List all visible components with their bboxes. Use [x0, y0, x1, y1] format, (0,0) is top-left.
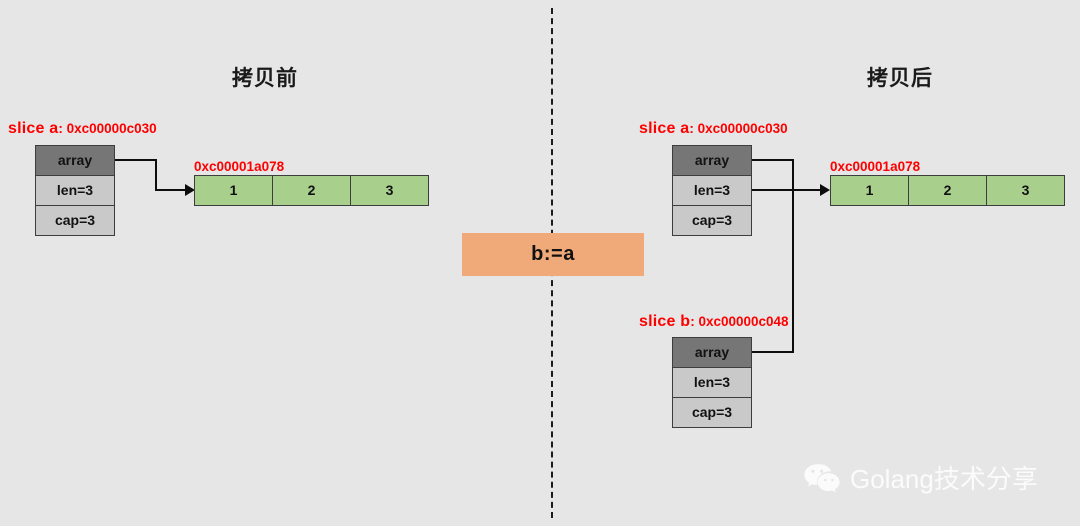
right-slice-a-field-array: array: [672, 145, 752, 176]
left-slice-a-separator: :: [58, 121, 67, 136]
right-array-cell-1: 2: [908, 175, 987, 206]
right-slice-a-label: slice a: 0xc00000c030: [639, 121, 788, 137]
right-slice-b-label: slice b: 0xc00000c048: [639, 314, 789, 330]
right-slice-a-name: slice a: [639, 120, 690, 137]
left-slice-a-address: 0xc00000c030: [66, 121, 157, 136]
left-backing-array: 1 2 3: [194, 175, 429, 206]
right-array-cell-2: 3: [986, 175, 1065, 206]
right-slice-b-name: slice b: [639, 313, 691, 330]
right-connector-out-h: [752, 189, 822, 191]
left-array-cell-2: 3: [350, 175, 429, 206]
left-slice-a-struct: array len=3 cap=3: [35, 145, 115, 236]
right-panel-title: 拷贝后: [867, 67, 933, 90]
right-backing-array-address: 0xc00001a078: [830, 159, 921, 174]
left-slice-a-label: slice a: 0xc00000c030: [8, 121, 157, 137]
left-panel-title: 拷贝前: [232, 67, 298, 90]
left-connector-arrowhead: [185, 184, 195, 196]
wechat-icon: [803, 462, 841, 494]
watermark: Golang技术分享: [803, 459, 1038, 496]
left-array-cell-1: 2: [272, 175, 351, 206]
right-slice-a-struct: array len=3 cap=3: [672, 145, 752, 236]
watermark-text: Golang技术分享: [850, 464, 1038, 494]
left-slice-a-field-len: len=3: [35, 175, 115, 206]
left-slice-a-field-array: array: [35, 145, 115, 176]
left-connector-segment-h2: [155, 189, 187, 191]
left-backing-array-address: 0xc00001a078: [194, 159, 285, 174]
right-slice-a-separator: :: [689, 121, 698, 136]
right-slice-b-address: 0xc00000c048: [698, 314, 789, 329]
right-slice-b-field-array: array: [672, 337, 752, 368]
right-array-cell-0: 1: [830, 175, 909, 206]
left-slice-a-name: slice a: [8, 120, 59, 137]
right-slice-b-field-len: len=3: [672, 367, 752, 398]
right-backing-array: 1 2 3: [830, 175, 1065, 206]
left-connector-segment-h1: [115, 159, 157, 161]
right-connector-join-v: [792, 159, 794, 353]
right-connector-b-h: [752, 351, 794, 353]
right-slice-b-separator: :: [690, 314, 699, 329]
operation-box: b:=a: [462, 233, 644, 276]
right-connector-arrowhead: [820, 184, 830, 196]
right-connector-a-h: [752, 159, 794, 161]
left-slice-a-field-cap: cap=3: [35, 205, 115, 236]
right-slice-a-field-len: len=3: [672, 175, 752, 206]
right-slice-a-field-cap: cap=3: [672, 205, 752, 236]
right-slice-b-struct: array len=3 cap=3: [672, 337, 752, 428]
left-connector-segment-v: [155, 159, 157, 191]
right-slice-a-address: 0xc00000c030: [697, 121, 788, 136]
right-slice-b-field-cap: cap=3: [672, 397, 752, 428]
left-array-cell-0: 1: [194, 175, 273, 206]
